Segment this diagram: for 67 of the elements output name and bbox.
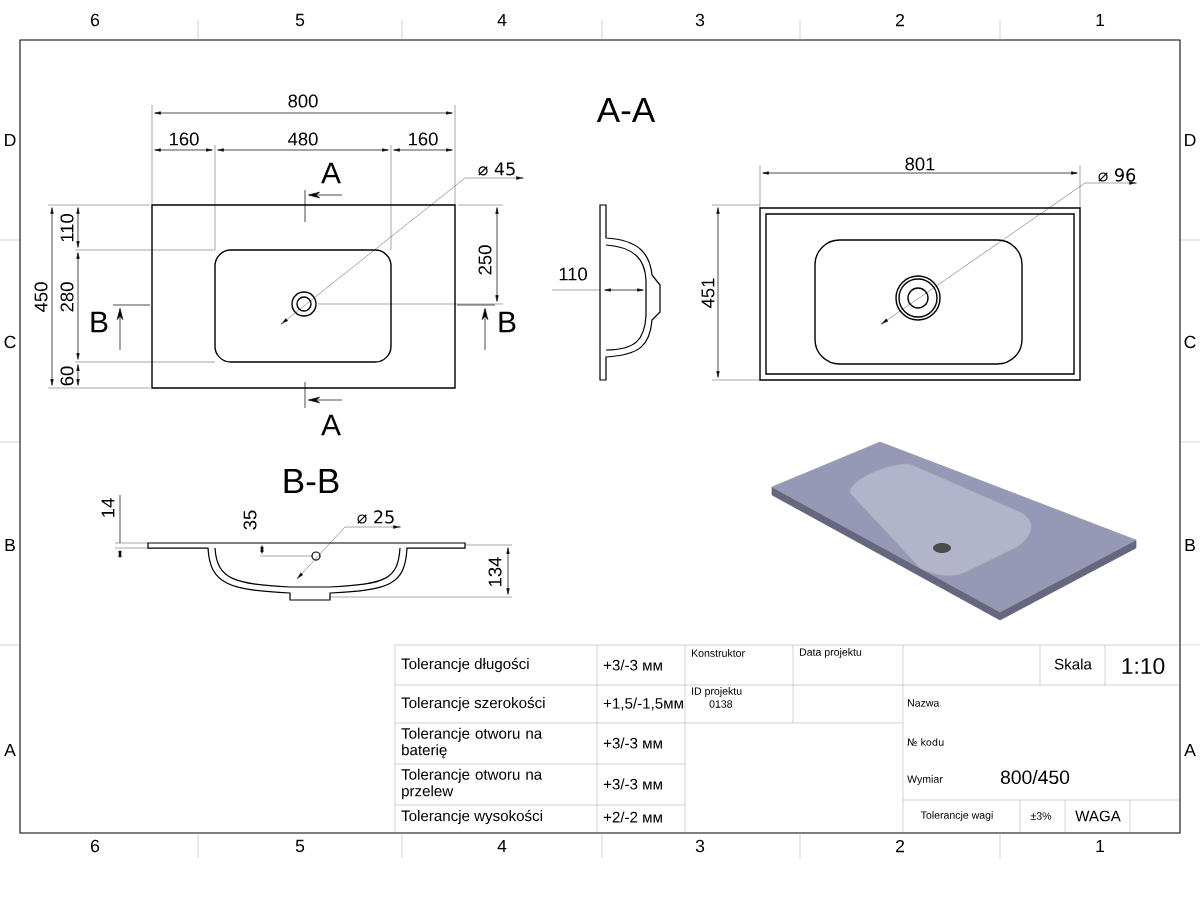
grid-reference: 1 <box>1096 839 1105 853</box>
field-label: № kodu <box>907 738 944 746</box>
grid-reference: 6 <box>91 839 100 853</box>
dimension-label: ⌀ 25 <box>357 510 394 524</box>
grid-reference: C <box>1184 335 1196 349</box>
field-value: ±3% <box>1030 812 1052 820</box>
field-label: ID projektu <box>692 687 742 697</box>
field-label: Data projektu <box>799 648 862 658</box>
section-letter: B <box>91 311 108 333</box>
field-value: 1:10 <box>1122 657 1165 675</box>
tolerance-label: Tolerancje długości <box>401 657 529 673</box>
grid-reference: 5 <box>295 13 305 27</box>
dimension-label: 110 <box>559 267 587 281</box>
field-label: Skala <box>1054 658 1092 670</box>
field-label: Wymiar <box>907 775 943 785</box>
grid-reference: 6 <box>91 13 100 27</box>
section-label: B-B <box>284 468 339 494</box>
field-label: Konstruktor <box>691 649 745 657</box>
dimension-label: 160 <box>409 132 438 146</box>
grid-reference: 4 <box>497 839 507 853</box>
dimension-label: 160 <box>170 132 199 146</box>
tolerance-label: Tolerancje otworu na baterię <box>401 727 543 759</box>
tolerance-value: +2/-2 мм <box>603 811 662 823</box>
grid-reference: A <box>1184 743 1196 757</box>
field-value: 0138 <box>709 700 733 708</box>
grid-reference: 2 <box>896 13 905 27</box>
tolerance-value: +3/-3 мм <box>603 737 662 749</box>
dimension-label: 801 <box>905 157 935 171</box>
grid-reference: 3 <box>695 13 705 27</box>
grid-reference: B <box>1185 538 1195 552</box>
dimension-label: ⌀ 45 <box>478 162 515 176</box>
grid-reference: 2 <box>896 839 905 853</box>
dimension-label: 451 <box>701 278 715 308</box>
tolerance-label: Tolerancje otworu na przelew <box>401 768 543 800</box>
dimension-label: 110 <box>60 214 74 242</box>
dimension-label: 250 <box>478 245 492 275</box>
dimension-label: 60 <box>60 366 74 386</box>
section-label: A-A <box>596 97 656 123</box>
section-letter: A <box>321 414 341 436</box>
dimension-label: 14 <box>101 498 115 517</box>
grid-reference: D <box>5 133 16 147</box>
grid-reference: 5 <box>295 839 305 853</box>
dimension-label: 134 <box>488 557 502 586</box>
grid-reference: B <box>5 538 15 552</box>
dimension-label: 800 <box>288 94 318 108</box>
tolerance-label: Tolerancje szerokości <box>401 696 545 712</box>
dimension-label: 35 <box>243 510 257 530</box>
field-value: 800/450 <box>1000 769 1070 785</box>
section-letter: B <box>499 311 516 333</box>
field-label: Nazwa <box>907 699 940 707</box>
grid-reference: 3 <box>695 839 705 853</box>
grid-reference: A <box>4 743 16 757</box>
dimension-label: ⌀ 96 <box>1098 168 1136 182</box>
tolerance-value: +3/-3 мм <box>603 659 662 671</box>
grid-reference: 1 <box>1096 13 1105 27</box>
dimension-label: 450 <box>34 282 48 312</box>
grid-reference: C <box>4 335 16 349</box>
tolerance-label: Tolerancje wysokości <box>401 809 542 825</box>
section-letter: A <box>321 162 341 184</box>
grid-reference: 4 <box>497 13 507 27</box>
tolerance-value: +3/-3 мм <box>603 778 662 790</box>
field-label: WAGA <box>1075 810 1121 822</box>
dimension-label: 480 <box>288 132 318 146</box>
field-label: Tolerancje wagi <box>920 811 993 821</box>
grid-reference: D <box>1185 133 1196 147</box>
tolerance-value: +1,5/-1,5мм <box>603 697 683 711</box>
dimension-label: 280 <box>60 282 74 312</box>
